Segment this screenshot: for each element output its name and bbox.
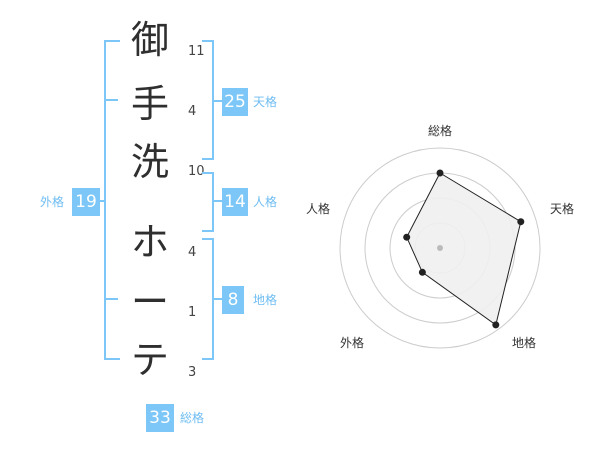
name-char-1: 御: [130, 18, 169, 62]
gaikaku-connector: [100, 200, 106, 202]
radar-point-0: [436, 169, 444, 177]
name-char-2: 手: [130, 82, 169, 126]
bracket-tick-upper: [104, 99, 118, 101]
tenkaku-label: 天格: [253, 95, 278, 109]
chikaku-badge: 8: [222, 286, 244, 314]
radar-polygon: [406, 172, 522, 326]
name-char-3: 洗: [130, 140, 169, 184]
name-char-6: テ: [130, 338, 169, 382]
radar-point-3: [418, 268, 426, 276]
jinkaku-label: 人格: [253, 195, 278, 209]
stroke-count-1: 11: [188, 44, 205, 59]
stroke-count-3: 10: [188, 164, 205, 179]
tenkaku-badge: 25: [222, 88, 248, 116]
stroke-count-2: 4: [188, 104, 197, 119]
stroke-count-4: 4: [188, 245, 197, 260]
jinkaku-connector: [212, 200, 222, 202]
name-char-4: ホ: [130, 220, 169, 264]
radar-axis-label-tenkaku: 天格: [550, 202, 575, 216]
radar-point-4: [403, 233, 411, 241]
radar-point-1: [517, 218, 525, 226]
soukaku-badge: 33: [146, 404, 174, 432]
radar-axis-label-chikaku: 地格: [512, 336, 537, 350]
name-char-5: ー: [130, 280, 169, 324]
radar-axis-label-gaikaku: 外格: [340, 336, 365, 350]
gaikaku-badge: 19: [72, 188, 100, 216]
jinkaku-bracket: [202, 172, 214, 232]
soukaku-label: 総格: [180, 411, 205, 425]
radar-axis-label-soukaku: 総格: [428, 124, 453, 138]
jinkaku-badge: 14: [222, 188, 248, 216]
tenkaku-connector: [212, 100, 222, 102]
chikaku-connector: [212, 298, 222, 300]
stroke-count-6: 3: [188, 365, 197, 380]
radar-grid-ring: [339, 147, 541, 349]
gaikaku-label: 外格: [40, 195, 65, 209]
radar-point-2: [492, 321, 500, 329]
radar-axis-label-jinkaku: 人格: [306, 202, 331, 216]
radar-center-dot: [437, 245, 443, 251]
bracket-tick-lower: [104, 298, 118, 300]
stroke-count-5: 1: [188, 305, 197, 320]
chikaku-label: 地格: [253, 293, 278, 307]
